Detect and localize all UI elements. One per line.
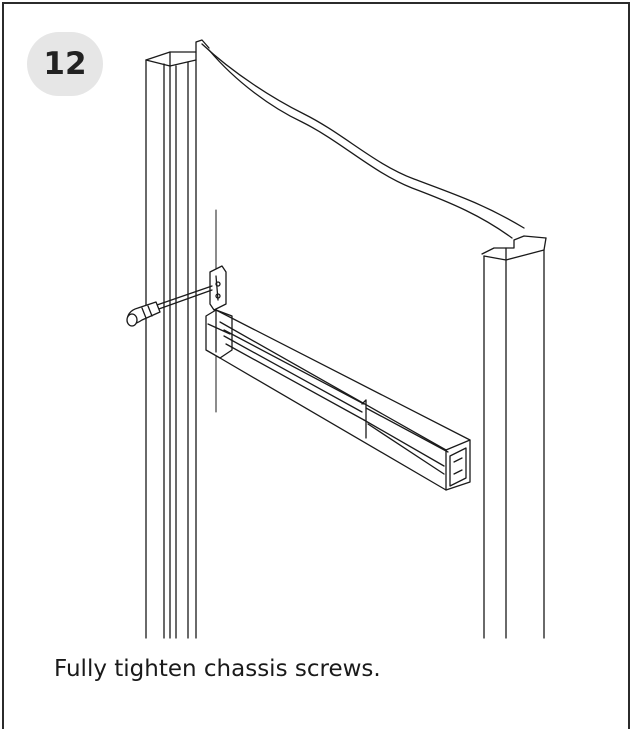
installation-illustration: [4, 4, 632, 644]
mounting-plate-icon: [210, 266, 226, 310]
exit-device-chassis-icon: [206, 310, 470, 490]
step-badge: 12: [27, 32, 103, 96]
screwdriver-icon: [127, 286, 212, 326]
door-frame-icon: [146, 40, 546, 638]
instruction-text: Fully tighten chassis screws.: [54, 656, 381, 682]
step-number: 12: [43, 46, 87, 82]
